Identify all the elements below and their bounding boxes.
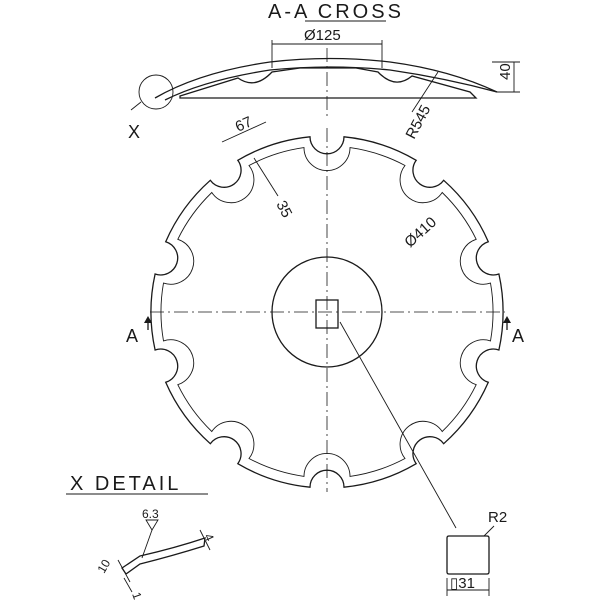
notch-width-label: 67 — [233, 113, 255, 135]
notch-width-dim — [221, 121, 267, 143]
section-label-left: A — [126, 326, 138, 346]
bore-detail-shape — [446, 535, 490, 575]
edge-profile — [121, 537, 206, 575]
roughness-label: 6.3 — [142, 507, 159, 521]
section-view: A-A CROSS Ø125 40 R545 X — [128, 1, 520, 142]
corner-radius-leader — [483, 525, 495, 537]
disc-section-body — [179, 67, 478, 99]
depth-label: 40 — [497, 63, 514, 80]
disc-chamfer-edge — [160, 147, 494, 477]
x-detail: X DETAIL 10 6.3 4 1 — [66, 473, 217, 600]
edge-angle-line — [117, 559, 131, 583]
notch-depth-label: 35 — [272, 198, 295, 221]
notch-depth-dim — [253, 157, 279, 197]
section-arrow-left — [144, 316, 152, 323]
land-dim — [123, 577, 133, 593]
plan-view: A A 67 35 Ø410 — [126, 113, 524, 529]
detail-circle — [138, 74, 174, 110]
section-label-right: A — [512, 326, 524, 346]
radius-label: R545 — [403, 102, 435, 142]
detail-leader — [130, 101, 142, 111]
disc-profile-bottom — [164, 66, 498, 101]
thickness-dim — [199, 529, 211, 551]
corner-radius-label: R2 — [488, 509, 507, 526]
detail-title: X DETAIL — [70, 473, 181, 495]
section-arrow-right — [503, 316, 511, 323]
edge-angle-label: 10 — [94, 557, 113, 576]
roughness-symbol — [145, 519, 159, 531]
roughness-leader — [141, 529, 153, 559]
land-label: 1 — [129, 590, 145, 600]
detail-marker-label: X — [128, 122, 140, 142]
bore-leader — [339, 321, 457, 529]
bore-size-label: ▯31 — [450, 575, 475, 592]
thickness-label: 4 — [201, 531, 217, 543]
hub-diameter-label: Ø125 — [304, 27, 341, 44]
disc-diameter-label: Ø410 — [401, 214, 440, 251]
bore-detail: R2 ▯31 — [446, 509, 507, 596]
disc-outer-edge — [150, 136, 504, 488]
disc-profile-top — [154, 57, 498, 99]
radius-leader — [411, 71, 439, 113]
section-title: A-A CROSS — [268, 1, 404, 23]
